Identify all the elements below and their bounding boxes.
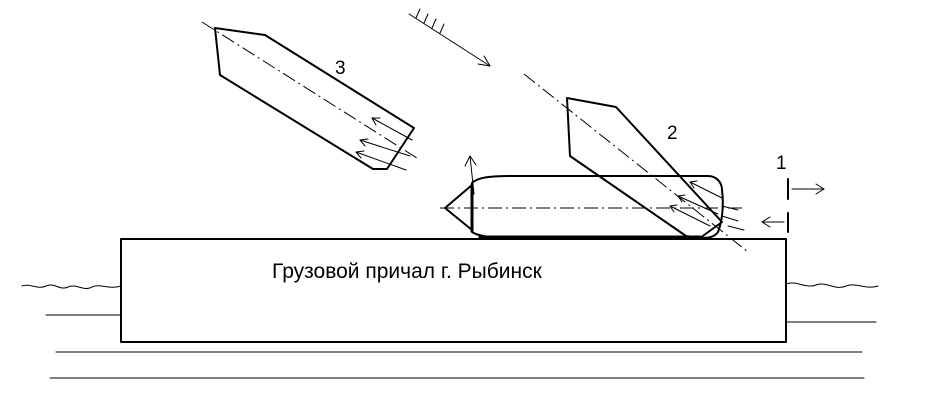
vessel-2-arrow-2	[677, 195, 719, 215]
pier-label: Грузовой причал г. Рыбинск	[272, 260, 543, 283]
vessel-2-arrow-3-head	[669, 204, 678, 213]
water-line-right-wavy	[785, 282, 879, 288]
marker-arrow-left-head	[761, 216, 771, 228]
wind-arrow-shaft	[408, 13, 491, 67]
wind-hatch-3	[431, 18, 437, 29]
position-label-2: 2	[667, 123, 678, 144]
wind-direction-icon	[408, 8, 491, 67]
vessel-2-arrow-1-head	[689, 180, 698, 189]
vessel-3-hull	[214, 27, 415, 170]
vessel-3-arrow-3-head	[355, 150, 365, 159]
position-label-1: 1	[776, 153, 787, 174]
vessel-position-3	[201, 21, 421, 171]
water-lines	[21, 282, 879, 379]
wind-hatch-1	[415, 8, 421, 19]
vessel-1-hull	[471, 175, 724, 239]
vessel-3-arrow-1-head	[371, 117, 381, 126]
wind-arrow-head	[477, 55, 491, 67]
pier: Грузовой причал г. Рыбинск	[120, 238, 787, 343]
marker-arrow-right-head	[815, 183, 825, 195]
vessel-3-arrow-2-head	[359, 138, 369, 147]
vessel-2-hull	[566, 97, 723, 239]
vessel-position-1	[440, 155, 745, 239]
vessel-3-centerline	[201, 21, 421, 161]
position-label-3: 3	[335, 58, 346, 79]
pier-outline	[120, 238, 787, 343]
vessel-1-bow-arrow-head	[464, 155, 477, 167]
vessel-1-propeller	[721, 205, 745, 231]
vessel-2-arrow-3	[669, 205, 711, 227]
water-line-left-wavy	[21, 284, 122, 290]
vessel-2-centerline	[523, 73, 749, 253]
vessel-position-2	[523, 73, 749, 253]
vessel-2-arrow-1	[689, 181, 723, 199]
vessel-1-bow-arrow-shaft	[469, 155, 475, 195]
vessel-2-arrow-2-head	[677, 194, 686, 203]
wind-hatch-4	[439, 23, 445, 34]
vessel-3-arrow-1	[371, 117, 413, 141]
wind-hatch-2	[423, 13, 429, 24]
vessel-3-arrow-3	[355, 151, 407, 171]
position-1-marker	[761, 178, 825, 233]
vessel-3-arrow-2	[359, 139, 411, 157]
